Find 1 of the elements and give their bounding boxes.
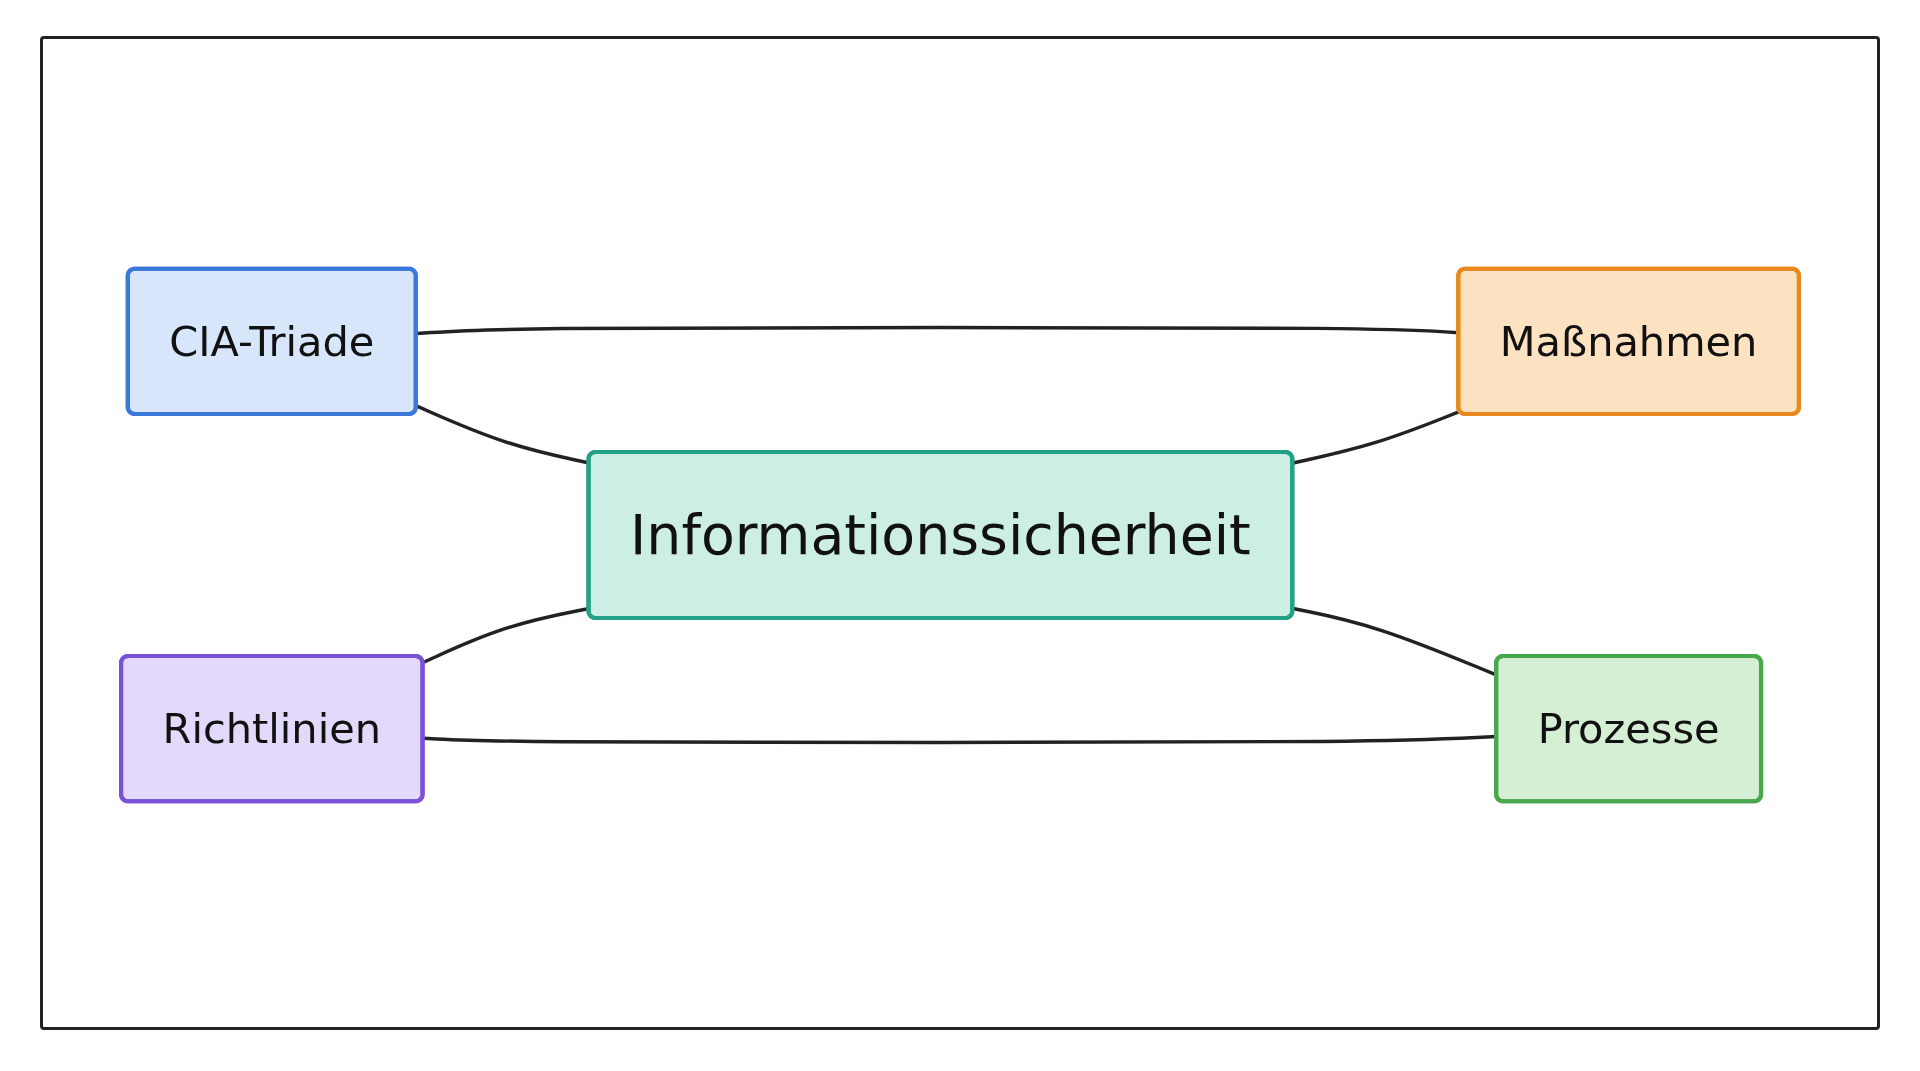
- connector: [1292, 409, 1461, 465]
